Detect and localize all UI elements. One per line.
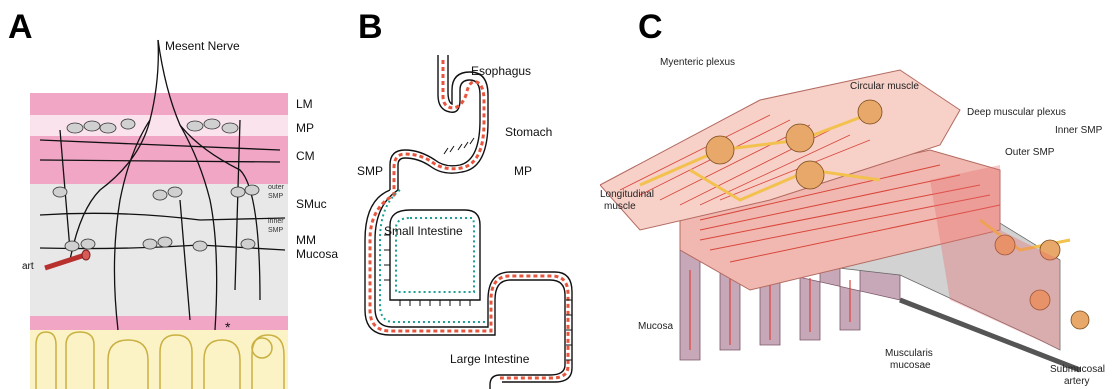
- mesent-nerve-label: Mesent Nerve: [165, 40, 240, 52]
- outer-smp-label-1: outer: [268, 184, 284, 191]
- deep-muscular-plexus-label: Deep muscular plexus: [967, 108, 1066, 118]
- small-intestine-label: Small Intestine: [384, 225, 463, 237]
- mp-label-b: MP: [514, 165, 532, 177]
- muscularis-mucosae-label-1: Muscularis: [885, 349, 933, 359]
- mucosa-label: Mucosa: [296, 248, 338, 260]
- mucosa-label-c: Mucosa: [638, 322, 673, 332]
- panel-a: A Mesent Nerve LM MP CM outer SMP SMuc i…: [0, 0, 350, 389]
- inner-smp-label-1: inner: [268, 218, 284, 225]
- outer-smp-label-2: SMP: [268, 193, 283, 200]
- inner-smp-label-2: SMP: [268, 227, 283, 234]
- longitudinal-muscle-label-1: Longitudinal: [600, 190, 654, 200]
- longitudinal-muscle-label-2: muscle: [604, 202, 636, 212]
- panel-a-diagram: [0, 0, 350, 389]
- myenteric-plexus-label: Myenteric plexus: [660, 58, 735, 68]
- panel-c-letter: C: [638, 8, 663, 47]
- panel-c: C Myenteric plexus Circular muscle Deep …: [600, 0, 1116, 389]
- asterisk-label: *: [225, 320, 230, 334]
- art-label: art: [22, 262, 34, 272]
- circular-muscle-label: Circular muscle: [850, 82, 919, 92]
- inner-smp-label: Inner SMP: [1055, 126, 1102, 136]
- outer-smp-label: Outer SMP: [1005, 148, 1054, 158]
- cm-label: CM: [296, 150, 315, 162]
- submucosal-artery-label-1: Submucosal: [1050, 365, 1105, 375]
- panel-b-letter: B: [358, 8, 383, 47]
- smp-label-b: SMP: [357, 165, 383, 177]
- panel-b-diagram: [350, 0, 600, 389]
- muscularis-mucosae-label-2: mucosae: [890, 361, 931, 371]
- large-intestine-label: Large Intestine: [450, 353, 529, 365]
- mm-label: MM: [296, 234, 316, 246]
- esophagus-label: Esophagus: [471, 65, 531, 77]
- panel-b: B Esophagus Stomach MP SMP Small Intesti…: [350, 0, 600, 389]
- lm-label: LM: [296, 98, 313, 110]
- submucosal-artery-label-2: artery: [1064, 377, 1090, 387]
- mp-label: MP: [296, 122, 314, 134]
- panel-a-letter: A: [8, 8, 33, 47]
- stomach-label: Stomach: [505, 126, 552, 138]
- smuc-label: SMuc: [296, 198, 327, 210]
